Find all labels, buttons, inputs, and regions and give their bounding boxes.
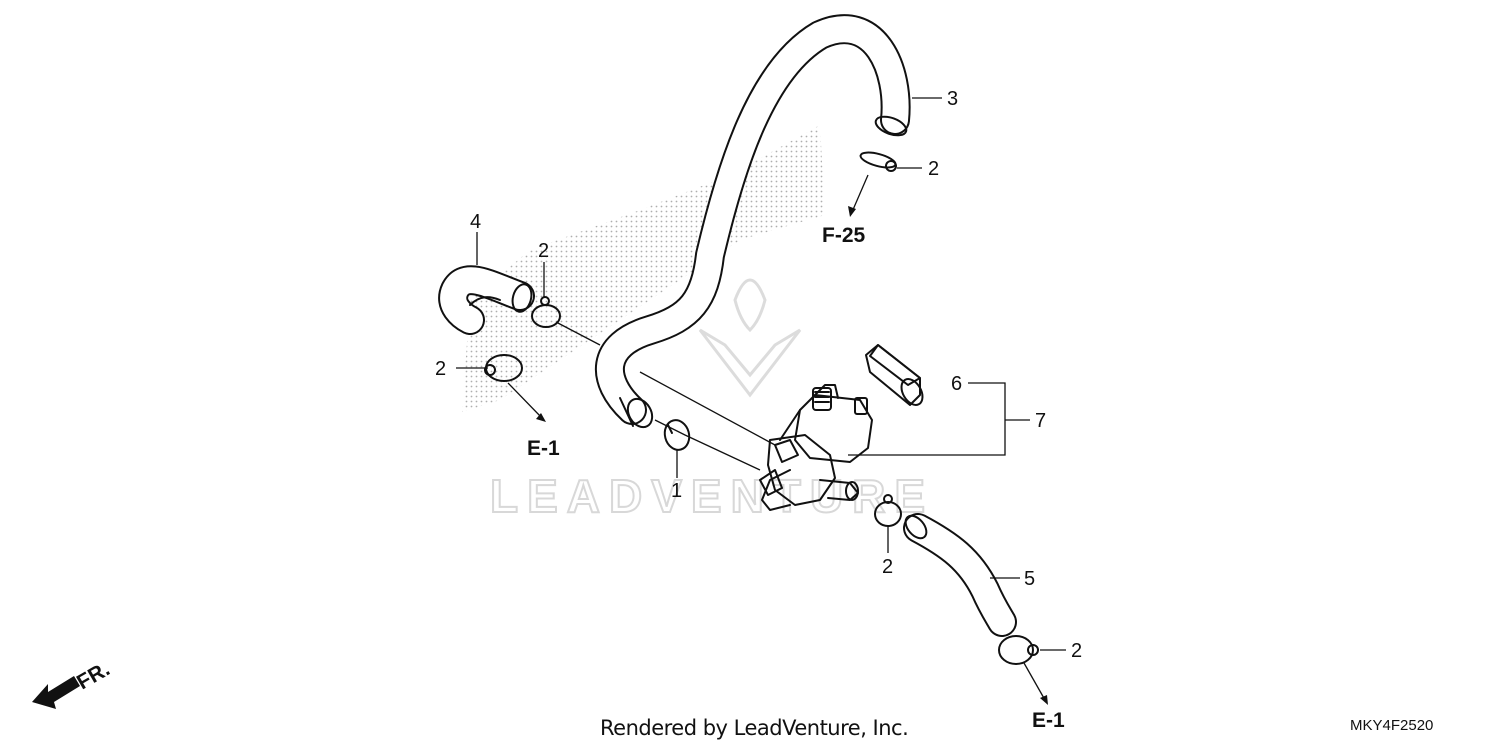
- hose-5: [903, 513, 1017, 637]
- air-injection-valve: [759, 384, 873, 511]
- leader-6-7: [848, 382, 1006, 456]
- render-credit: Rendered by LeadVenture, Inc.: [600, 716, 909, 740]
- ref-f25: F-25: [822, 224, 866, 247]
- callout-5: 5: [1024, 568, 1035, 590]
- callout-6: 6: [951, 373, 962, 395]
- callout-2-bottom: 2: [1071, 640, 1082, 662]
- valve-cap-6: [865, 344, 924, 406]
- callout-3: 3: [947, 88, 958, 110]
- hose-3: [594, 14, 911, 429]
- clip-ring-1: [663, 419, 691, 451]
- callout-7: 7: [1035, 410, 1046, 432]
- callout-2-mid: 2: [882, 556, 893, 578]
- callout-2-left: 2: [435, 358, 446, 380]
- front-label: FR.: [73, 657, 114, 694]
- clamp-2-hose4: [531, 296, 561, 328]
- front-arrow-icon: FR.: [32, 657, 114, 709]
- clamp-2-bottom: [998, 635, 1039, 665]
- callout-1: 1: [671, 480, 682, 502]
- ref-e1-right: E-1: [1032, 709, 1065, 732]
- ref-e1-left: E-1: [527, 437, 560, 460]
- arrow-to-f25: [848, 174, 869, 217]
- watermark-logo-icon: [698, 278, 802, 398]
- assembly-guide-line-2: [639, 371, 776, 446]
- assembly-guide-line-3: [654, 419, 761, 471]
- diagram-code: MKY4F2520: [1350, 717, 1434, 734]
- callout-4: 4: [470, 211, 481, 233]
- clamp-2-top: [859, 151, 897, 172]
- callout-2-top: 2: [928, 158, 939, 180]
- arrow-to-e1-left: [507, 382, 546, 422]
- arrow-to-e1-right: [1023, 662, 1048, 705]
- watermark-text: LEADVENTURE: [490, 470, 934, 522]
- callout-2-hose4: 2: [538, 240, 549, 262]
- assembly-guide-line-1: [555, 321, 601, 346]
- hose-4: [438, 265, 535, 335]
